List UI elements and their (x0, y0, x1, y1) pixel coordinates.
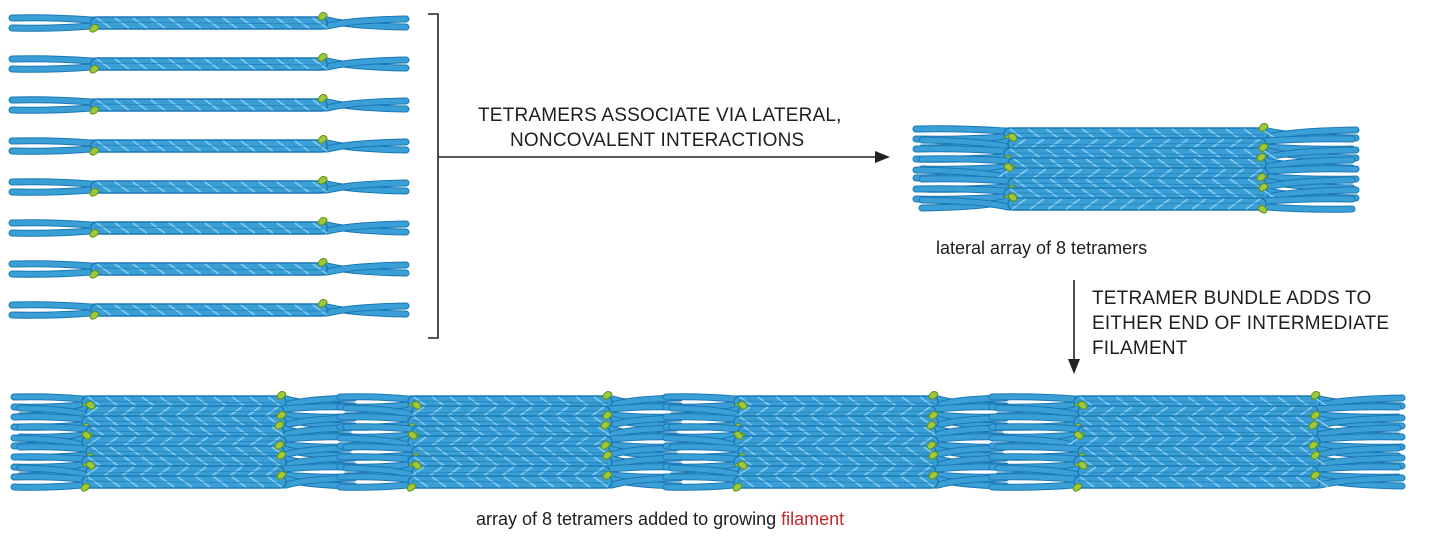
step1-label: TETRAMERS ASSOCIATE VIA LATERAL, NONCOVA… (478, 103, 842, 153)
tetramer-bundle (988, 391, 1406, 492)
tetramer (8, 135, 410, 156)
tetramer (918, 193, 1356, 214)
tetramer (8, 53, 410, 74)
tetramer (8, 217, 410, 238)
step2-label-line3: FILAMENT (1092, 338, 1188, 359)
tetramer-bundle (662, 391, 1010, 492)
tetramer (16, 441, 354, 462)
arrow-bundle-adds (1068, 280, 1080, 374)
step2-label: TETRAMER BUNDLE ADDS TO EITHER END OF IN… (1092, 286, 1389, 361)
tetramer (336, 471, 684, 492)
filament-caption-highlight: filament (781, 509, 845, 529)
lateral-array-bundle (912, 123, 1360, 214)
arrow-head (875, 151, 890, 163)
tetramer-bundle (336, 391, 684, 492)
step2-label-line2: EITHER END OF INTERMEDIATE (1092, 313, 1390, 334)
tetramer (988, 471, 1406, 492)
arrow-lateral-association (438, 151, 890, 163)
tetramer-bundle (10, 391, 358, 492)
step2-label-line1: TETRAMER BUNDLE ADDS TO (1092, 288, 1372, 309)
stack-bracket (428, 13, 439, 339)
tetramer (662, 471, 1010, 492)
tetramer-stack (8, 12, 410, 320)
tetramer (8, 258, 410, 279)
growing-filament (10, 391, 1406, 492)
step1-label-line1: TETRAMERS ASSOCIATE VIA LATERAL, (478, 105, 842, 126)
arrow-head (1068, 359, 1080, 374)
tetramer (10, 471, 358, 492)
tetramer-bundle (912, 123, 1360, 214)
filament-caption-text: array of 8 tetramers added to growing (476, 509, 782, 529)
tetramer (662, 411, 1010, 432)
tetramer (8, 12, 410, 33)
tetramer (8, 176, 410, 197)
tetramer (8, 94, 410, 115)
step1-label-line2: NONCOVALENT INTERACTIONS (510, 130, 805, 151)
filament-caption: array of 8 tetramers added to growing fi… (476, 507, 844, 532)
tetramer (8, 299, 410, 320)
lateral-array-caption: lateral array of 8 tetramers (936, 238, 1148, 258)
